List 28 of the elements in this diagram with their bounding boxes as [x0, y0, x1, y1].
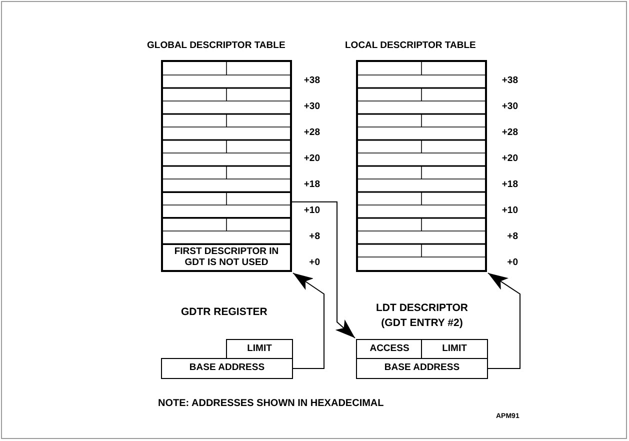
offset-label: +0 [309, 257, 320, 269]
offset-label: +20 [502, 153, 518, 165]
offset-label: +8 [309, 231, 320, 243]
offset-label: +38 [502, 75, 518, 87]
register-heading: LDT DESCRIPTOR (GDT ENTRY #2) [375, 301, 469, 331]
register-field: BASE ADDRESS [356, 358, 488, 379]
offset-label: +20 [304, 153, 320, 165]
table-heading: GLOBAL DESCRIPTOR TABLE [147, 40, 286, 52]
offset-label: +18 [304, 179, 320, 191]
register-field: LIMIT [226, 339, 293, 360]
descriptor-entry [163, 192, 290, 218]
offset-label: +30 [502, 101, 518, 113]
offset-label: +28 [304, 127, 320, 139]
offset-label: +10 [502, 205, 518, 217]
offset-label: +18 [502, 179, 518, 191]
table-heading: LOCAL DESCRIPTOR TABLE [345, 40, 476, 52]
arrow [488, 272, 520, 369]
offset-label: +0 [507, 257, 518, 269]
register-heading: GDTR REGISTER [181, 305, 268, 320]
offset-label: +10 [304, 205, 320, 217]
offset-label: +38 [304, 75, 320, 87]
offset-label: +30 [304, 101, 320, 113]
offset-label: +28 [502, 127, 518, 139]
arrow [292, 272, 324, 369]
register-field: BASE ADDRESS [161, 358, 293, 379]
note-text: NOTE: ADDRESSES SHOWN IN HEXADECIMAL [158, 398, 384, 410]
register-field: LIMIT [421, 339, 488, 360]
offset-label: +8 [507, 231, 518, 243]
